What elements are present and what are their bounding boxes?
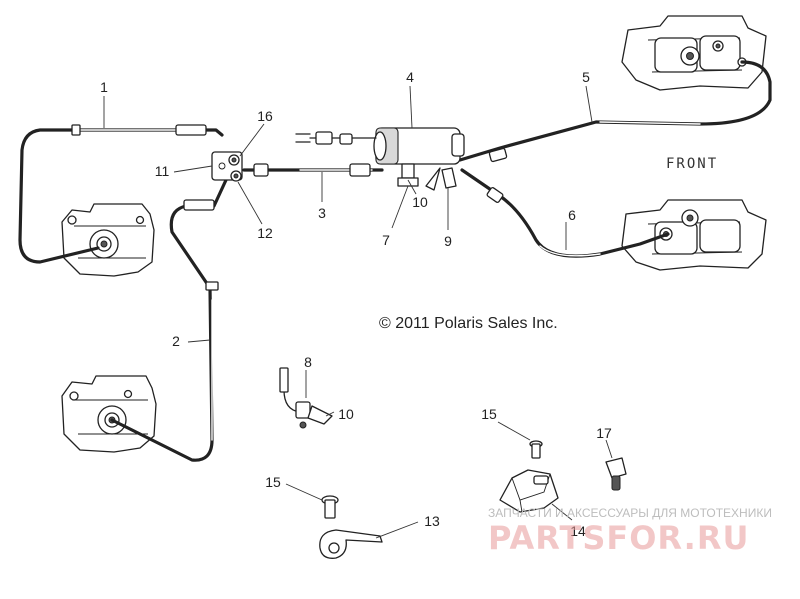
callout-1: 1 xyxy=(100,79,108,95)
master-cylinder xyxy=(295,127,465,191)
front-right-caliper-upper xyxy=(621,15,767,91)
front-label: FRONT xyxy=(666,156,718,172)
bolt-lower xyxy=(321,495,339,519)
front-right-caliper-lower xyxy=(621,199,767,271)
leader-lines xyxy=(103,85,613,539)
callout-16: 16 xyxy=(257,108,273,124)
callout-17: 17 xyxy=(596,425,612,441)
callout-12: 12 xyxy=(257,225,273,241)
brake-switch-bracket xyxy=(279,367,333,429)
bolt-upper xyxy=(529,440,543,459)
watermark-tagline: ЗАПЧАСТИ И АКСЕССУАРЫ ДЛЯ МОТОТЕХНИКИ xyxy=(488,506,772,520)
callout-6: 6 xyxy=(568,207,576,223)
callout-14: 14 xyxy=(570,523,586,539)
callout-9: 9 xyxy=(444,233,452,249)
brake-lines xyxy=(18,60,772,462)
callout-8: 8 xyxy=(304,354,312,370)
callout-3: 3 xyxy=(318,205,326,221)
callout-10-upper: 10 xyxy=(412,194,428,210)
callout-2: 2 xyxy=(172,333,180,349)
callout-7: 7 xyxy=(382,232,390,248)
p-clamp xyxy=(319,529,383,559)
watermark: ЗАПЧАСТИ И АКСЕССУАРЫ ДЛЯ МОТОТЕХНИКИ PA… xyxy=(488,506,772,557)
callout-15-upper: 15 xyxy=(481,406,497,422)
grommet-clip xyxy=(605,457,627,491)
callout-13: 13 xyxy=(424,513,440,529)
callout-4: 4 xyxy=(406,69,414,85)
watermark-brand: PARTSFOR.RU xyxy=(488,519,749,557)
callout-15-lower: 15 xyxy=(265,474,281,490)
mounting-bracket xyxy=(499,469,559,513)
callout-10-lower: 10 xyxy=(338,406,354,422)
callouts: 1 2 3 4 5 6 7 8 9 10 10 11 12 13 14 15 1… xyxy=(100,69,612,539)
callout-11: 11 xyxy=(155,163,170,179)
rear-left-caliper-upper xyxy=(61,203,155,277)
callout-5: 5 xyxy=(582,69,590,85)
copyright-text: © 2011 Polaris Sales Inc. xyxy=(379,315,558,332)
rear-left-caliper-lower xyxy=(61,375,157,453)
brake-tee-block xyxy=(211,151,243,182)
